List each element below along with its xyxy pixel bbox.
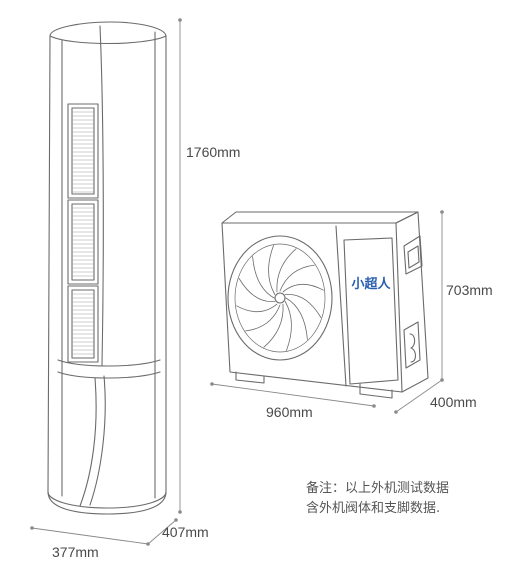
fan-blade bbox=[236, 303, 278, 313]
vent-grille-bottom bbox=[67, 285, 99, 363]
indoor-depth-label: 407mm bbox=[162, 524, 209, 540]
outdoor-width-line bbox=[211, 383, 375, 407]
note-line-1: 备注：以上外机测试数据 bbox=[306, 481, 450, 496]
fan-blade bbox=[279, 264, 315, 292]
indoor-width-line bbox=[31, 527, 149, 545]
test-note: 备注：以上外机测试数据 含外机阀体和支脚数据. bbox=[306, 479, 449, 519]
indoor-width-label: 377mm bbox=[52, 544, 99, 560]
outdoor-width-label: 960mm bbox=[266, 404, 313, 420]
fan-blade bbox=[245, 304, 281, 332]
vent-grille-middle bbox=[67, 199, 99, 285]
outdoor-height-label: 703mm bbox=[446, 282, 493, 298]
outdoor-depth-label: 400mm bbox=[430, 394, 477, 410]
note-line-2: 含外机阀体和支脚数据. bbox=[306, 501, 441, 516]
fan-blade bbox=[284, 294, 322, 318]
indoor-depth-line bbox=[147, 519, 177, 545]
outdoor-depth-line bbox=[395, 379, 443, 413]
fan-blade bbox=[268, 245, 276, 295]
vent-grille-top bbox=[67, 103, 99, 199]
indoor-height-label: 1760mm bbox=[186, 144, 241, 160]
fan-blade bbox=[282, 283, 324, 293]
brand-label: 小超人 bbox=[351, 276, 391, 292]
outdoor-unit bbox=[221, 211, 429, 399]
fan-blade bbox=[238, 278, 276, 302]
fan-blade bbox=[285, 297, 308, 340]
fan-blade bbox=[276, 248, 297, 293]
fan-blade bbox=[252, 256, 275, 299]
fan-blade bbox=[284, 301, 292, 351]
indoor-tower-unit bbox=[47, 21, 167, 515]
fan-grille bbox=[227, 235, 333, 361]
fan-blade bbox=[263, 303, 284, 348]
